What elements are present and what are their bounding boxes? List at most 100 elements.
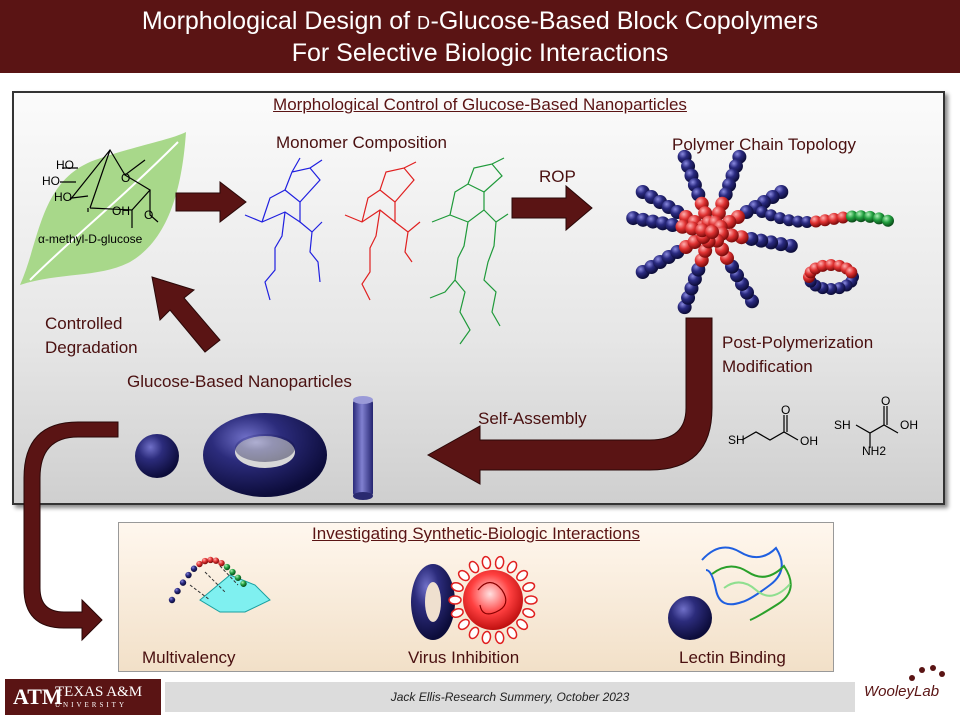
title-pre: Morphological Design of [141, 7, 417, 35]
rop-label: ROP [539, 167, 576, 186]
virus-spike [457, 618, 470, 631]
linear-bead [783, 214, 795, 227]
virus-inhibition-label: Virus Inhibition [408, 648, 520, 667]
linear-block-polymer-icon [756, 206, 894, 228]
thiol2-sh: SH [834, 418, 851, 432]
degradation-line-2: Degradation [45, 338, 138, 357]
arrow-glucose-to-monomer [175, 180, 247, 224]
linear-bead [837, 211, 849, 224]
thiol1-o: O [781, 403, 791, 417]
multivalency-bead [229, 568, 236, 576]
post-mod-line-1: Post-Polymerization [722, 333, 874, 352]
header-banner: Morphological Design of D-Glucose-Based … [0, 0, 960, 73]
multivalency-bead [240, 580, 247, 587]
main-panel-title: Morphological Control of Glucose-Based N… [273, 95, 687, 114]
linear-bead [810, 215, 822, 228]
multivalency-bead [190, 565, 198, 572]
multivalency-bead [179, 579, 187, 586]
linear-bead [828, 212, 840, 225]
virus-spike [522, 607, 536, 619]
thiol2-oh: OH [900, 418, 918, 432]
linear-bead [801, 215, 813, 228]
linear-bead [819, 214, 831, 227]
linear-bead [792, 215, 804, 228]
title-line-1: Morphological Design of D-Glucose-Based … [0, 6, 960, 38]
post-mod-line-2: Modification [722, 357, 813, 376]
title-line-2: For Selective Biologic Interactions [291, 39, 669, 67]
thiol1-sh: SH [728, 433, 745, 447]
thiol2-nh2: NH2 [862, 444, 887, 458]
virus-spike [524, 595, 538, 605]
multivalency-bead [218, 559, 225, 567]
virus-spike [450, 607, 464, 619]
cyclic-bead [845, 266, 858, 279]
tamu-university: UNIVERSITY [55, 701, 127, 709]
tamu-logo: ATM TEXAS A&M UNIVERSITY [5, 679, 161, 715]
virus-spike [468, 626, 480, 640]
self-assembly-label: Self-Assembly [478, 409, 587, 428]
virus-spike [481, 555, 492, 570]
star-polymer-icon [626, 149, 798, 315]
topology-label: Polymer Chain Topology [672, 135, 856, 154]
virus-spike [506, 626, 518, 640]
arrow-to-interactions [23, 421, 119, 642]
multivalency-bead [196, 560, 203, 568]
title-small-caps: D [417, 13, 431, 33]
glucose-caption: α-methyl-D-glucose [38, 232, 143, 246]
linear-bead [846, 210, 858, 223]
degradation-line-1: Controlled [45, 314, 123, 333]
thiol1-oh: OH [800, 434, 818, 448]
sphere-micelle-icon [135, 434, 179, 478]
arrow-rop [511, 184, 593, 232]
virus-spike [494, 555, 505, 570]
wooleylab-logo-text: WooleyLab [864, 683, 940, 700]
glucose-atom-ho-1: HO [56, 158, 74, 172]
bottom-panel-title: Investigating Synthetic-Biologic Interac… [312, 524, 640, 543]
star-core-bead [705, 225, 719, 239]
linear-bead [765, 209, 777, 222]
multivalency-bead [168, 596, 176, 604]
glucose-atom-ho-3: HO [54, 190, 72, 204]
footer-credit: Jack Ellis-Research Summery, October 202… [390, 690, 630, 704]
multivalency-bead [234, 574, 242, 581]
linear-bead [864, 210, 876, 223]
multivalency-bead [207, 556, 214, 564]
glucose-atom-ring-o: O [121, 171, 131, 185]
virus-inhibition-icon [411, 555, 538, 645]
tamu-name: TEXAS A&M [55, 684, 143, 700]
multivalency-bead [223, 563, 231, 571]
arrows [23, 180, 713, 642]
virus-spike [468, 560, 480, 574]
footer-bar [165, 682, 855, 712]
multivalency-bead [212, 557, 220, 564]
virus-spike [516, 569, 529, 582]
linear-bead [855, 210, 867, 223]
wooleylab-logo-icon [909, 665, 945, 681]
title-post: -Glucose-Based Block Copolymers [430, 7, 819, 35]
nanoparticles-icon [135, 396, 373, 500]
virus-spike [506, 560, 518, 574]
cyclic-polymer-icon [803, 259, 859, 295]
monomer-structures-icon [244, 157, 509, 345]
lectin-binding-label: Lectin Binding [679, 648, 786, 667]
glucose-leaf-icon [20, 132, 186, 285]
glucose-atom-methoxy-o: O [144, 208, 154, 222]
multivalency-bead [185, 571, 192, 579]
nanoparticles-label: Glucose-Based Nanoparticles [127, 372, 352, 391]
virus-spike [481, 630, 492, 645]
virus-spike [494, 630, 505, 645]
cylinder-micelle-icon [353, 396, 373, 500]
linear-bead [756, 206, 768, 218]
virus-spike [448, 595, 462, 605]
virus-spike [450, 581, 464, 593]
multivalency-bead [201, 557, 209, 565]
virus-spike [516, 618, 529, 631]
thiol-structures-icon [741, 406, 899, 448]
multivalency-icon [168, 556, 271, 613]
tamu-mark-icon: ATM [13, 684, 63, 709]
arrow-controlled-degradation [151, 276, 221, 353]
virus-spike [457, 569, 470, 582]
multivalency-label: Multivalency [142, 648, 236, 667]
linear-bead [774, 212, 786, 225]
